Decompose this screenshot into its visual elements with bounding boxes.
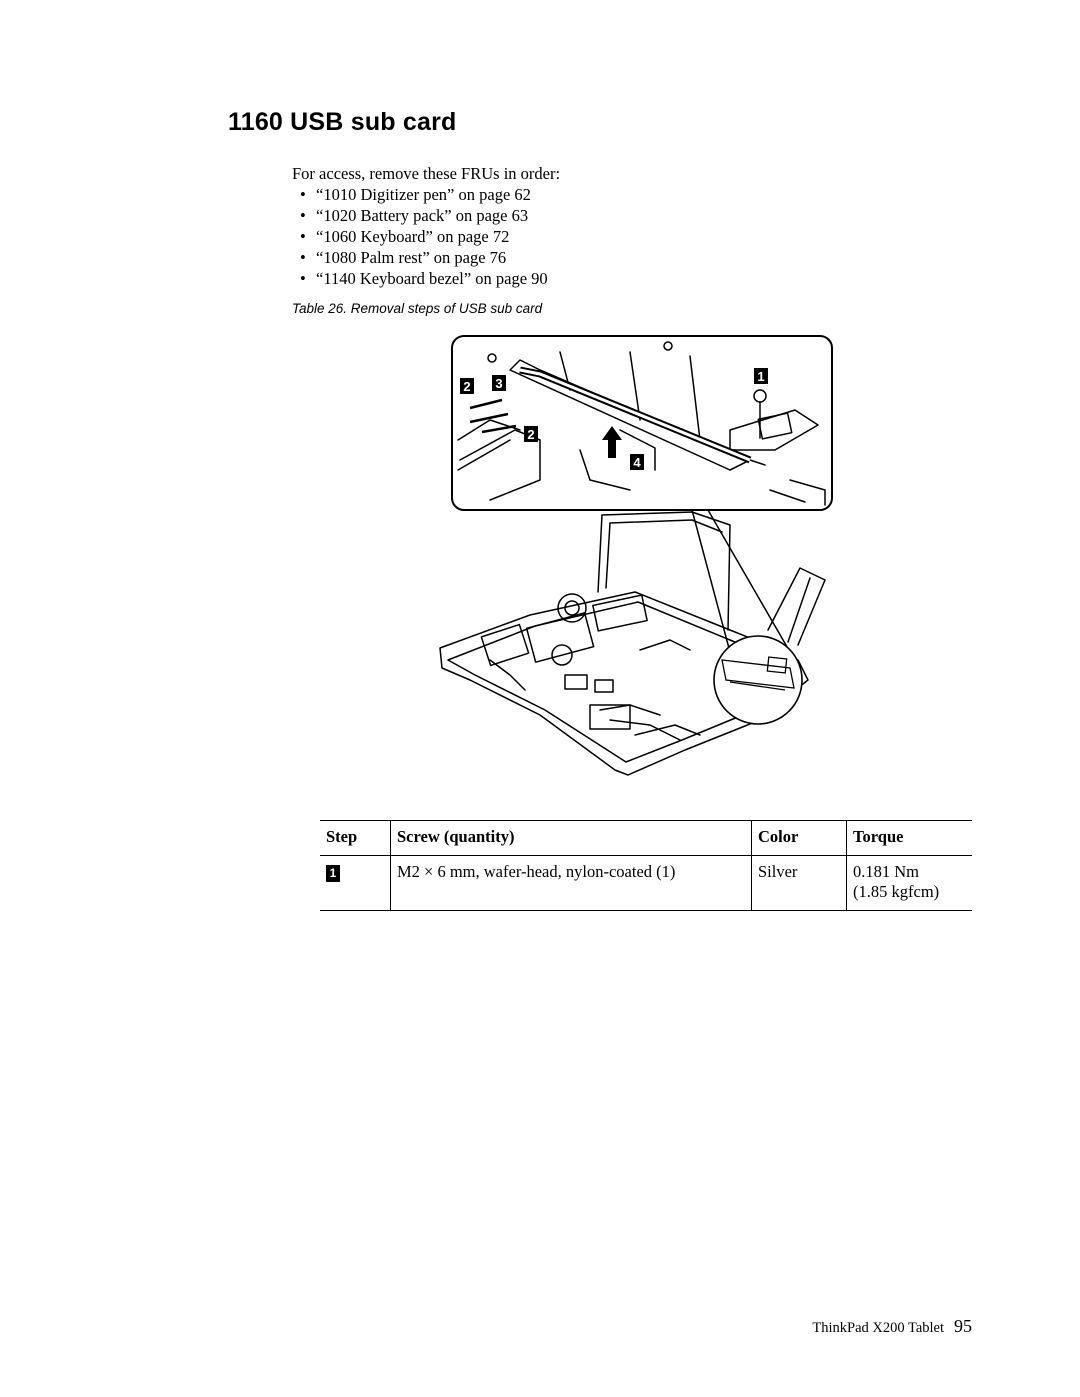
header-torque: Torque — [846, 820, 972, 856]
header-color: Color — [751, 820, 847, 856]
cell-torque: 0.181 Nm (1.85 kgfcm) — [846, 855, 972, 911]
cell-color: Silver — [751, 855, 847, 911]
page-title: 1160 USB sub card — [228, 108, 457, 136]
callout-3: 3 — [495, 376, 502, 391]
fru-item: •“1080 Palm rest” on page 76 — [300, 248, 507, 267]
bullet: • — [300, 185, 306, 204]
callout-1: 1 — [757, 369, 764, 384]
cell-screw: M2 × 6 mm, wafer-head, nylon-coated (1) — [390, 855, 752, 911]
fru-list: •“1010 Digitizer pen” on page 62 •“1020 … — [300, 184, 548, 289]
torque-nm: 0.181 Nm — [853, 862, 919, 881]
step-badge: 1 — [326, 865, 340, 882]
screw-table: Step Screw (quantity) Color Torque 1 M2 … — [320, 820, 972, 911]
callout-4: 4 — [633, 455, 641, 470]
fru-item: •“1020 Battery pack” on page 63 — [300, 206, 529, 225]
page-number: 95 — [954, 1316, 972, 1336]
fru-item: •“1140 Keyboard bezel” on page 90 — [300, 269, 548, 288]
table-row: 1 M2 × 6 mm, wafer-head, nylon-coated (1… — [320, 855, 972, 911]
cell-step: 1 — [320, 856, 391, 911]
page-footer: ThinkPad X200 Tablet 95 — [812, 1316, 972, 1337]
fru-item: •“1060 Keyboard” on page 72 — [300, 227, 510, 246]
header-screw: Screw (quantity) — [390, 820, 752, 856]
intro-text: For access, remove these FRUs in order: — [292, 164, 561, 183]
table-caption: Table 26. Removal steps of USB sub card — [292, 301, 543, 316]
torque-kgfcm: (1.85 kgfcm) — [853, 882, 940, 901]
footer-product: ThinkPad X200 Tablet — [812, 1320, 944, 1336]
bullet: • — [300, 248, 306, 267]
fru-item: •“1010 Digitizer pen” on page 62 — [300, 185, 531, 204]
table-header-row: Step Screw (quantity) Color Torque — [320, 820, 972, 856]
header-step: Step — [326, 827, 358, 846]
callout-2b: 2 — [527, 427, 534, 442]
bullet: • — [300, 269, 306, 288]
bullet: • — [300, 206, 306, 225]
callout-2a: 2 — [463, 379, 470, 394]
bullet: • — [300, 227, 306, 246]
usb-sub-card-illustration: 1 2 3 2 4 — [439, 335, 833, 776]
